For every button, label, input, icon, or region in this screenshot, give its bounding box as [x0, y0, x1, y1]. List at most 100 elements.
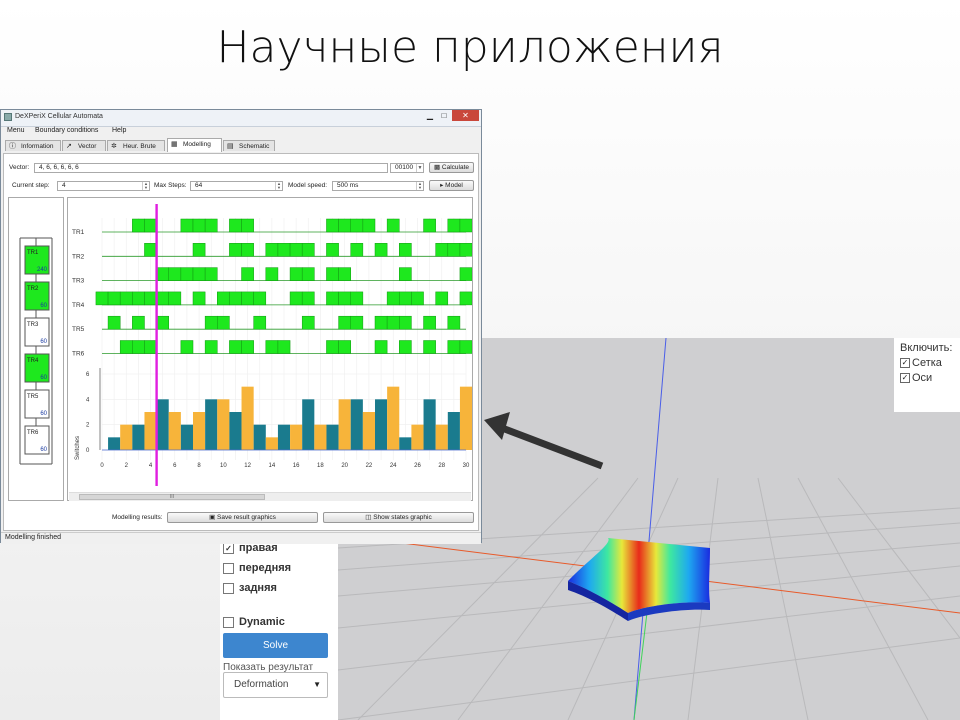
app-window: DeXPeriX Cellular Automata ▁ □ ✕ Menu Bo…	[0, 109, 482, 544]
show-states-button[interactable]: ◫ Show states graphic	[323, 512, 474, 523]
max-steps-label: Max Steps:	[154, 182, 187, 189]
spinner-icon[interactable]: ▲▼	[275, 182, 282, 190]
x-tick-label: 4	[149, 463, 153, 469]
status-bar: Modelling finished	[1, 532, 481, 544]
spinner-icon[interactable]: ▲▼	[416, 182, 423, 190]
state-cell	[241, 267, 254, 281]
menu-item-boundary[interactable]: Boundary conditions	[35, 127, 99, 134]
state-cell	[156, 291, 169, 306]
app-icon	[4, 113, 12, 121]
chart-icon: ▦	[171, 141, 178, 148]
max-steps-input[interactable]: 64 ▲▼	[190, 181, 283, 191]
tab-vector[interactable]: ↗ Vector	[62, 140, 106, 151]
minimize-icon[interactable]: ▁	[426, 111, 434, 120]
state-cell	[265, 267, 279, 281]
state-cell	[459, 340, 472, 354]
state-cell	[144, 291, 157, 306]
x-tick-label: 6	[173, 463, 177, 469]
option-front[interactable]: передняя	[223, 562, 291, 574]
model-button[interactable]: ▸ Model	[429, 180, 474, 191]
schema-node	[24, 281, 50, 311]
schema-node-value: 60	[40, 411, 47, 417]
state-cell	[459, 291, 472, 306]
grid-checkbox[interactable]: ✓	[900, 358, 910, 368]
state-cell	[447, 315, 461, 330]
current-step-input[interactable]: 4 ▲▼	[57, 181, 150, 191]
tab-heur-brute[interactable]: ✲ Heur. Brute	[107, 140, 165, 151]
toggle-grid[interactable]: ✓ Сетка	[900, 357, 954, 369]
state-cell	[338, 291, 351, 306]
solve-button[interactable]: Solve	[223, 633, 328, 658]
schema-node-value: 60	[40, 375, 47, 381]
tab-information[interactable]: ⓘ Information	[5, 140, 61, 151]
bar	[411, 424, 424, 450]
state-cell	[326, 243, 339, 257]
schema-node	[24, 389, 50, 419]
option-right-checkbox[interactable]: ✓	[223, 542, 234, 554]
state-cell	[374, 243, 388, 257]
schema-node-value: 60	[40, 447, 47, 453]
tab-schematic[interactable]: ▤ Schematic	[223, 140, 275, 151]
state-cell	[253, 315, 267, 330]
state-cell	[459, 267, 472, 281]
results-label: Modelling results:	[112, 514, 163, 521]
state-cell	[386, 291, 400, 306]
bar	[253, 424, 266, 450]
state-cell	[386, 218, 400, 233]
state-cell	[241, 291, 254, 306]
state-cell	[338, 267, 351, 281]
save-icon: ▣	[209, 514, 218, 521]
speed-input[interactable]: 500 ms ▲▼	[332, 181, 424, 191]
chart-scrollbar[interactable]: III	[69, 492, 471, 501]
state-cell	[204, 340, 218, 354]
bar	[168, 412, 181, 450]
tab-modelling[interactable]: ▦ Modelling	[167, 138, 222, 152]
menu-item-help[interactable]: Help	[112, 127, 127, 134]
save-graphics-button[interactable]: ▣ Save result graphics	[167, 512, 318, 523]
option-dynamic[interactable]: Dynamic	[223, 616, 285, 628]
vector-select[interactable]: 00100 ▼	[390, 163, 424, 173]
state-cell	[204, 218, 218, 233]
close-icon[interactable]: ✕	[452, 110, 479, 121]
x-tick-label: 12	[244, 463, 251, 469]
option-back[interactable]: задняя	[223, 582, 277, 594]
maximize-icon[interactable]: □	[441, 111, 447, 120]
menu-item-menu[interactable]: Menu	[7, 127, 25, 134]
x-tick-label: 30	[463, 463, 470, 469]
y-tick-label: 6	[86, 372, 90, 378]
result-select[interactable]: Deformation ▼	[223, 672, 328, 698]
bar	[120, 424, 133, 450]
state-cell	[277, 340, 291, 354]
state-cell	[180, 340, 194, 354]
state-cell	[289, 267, 303, 281]
tab-heur-brute-label: Heur. Brute	[123, 143, 156, 150]
state-cell	[350, 315, 364, 330]
status-text: Modelling finished	[5, 534, 62, 541]
state-cell	[156, 315, 169, 330]
calculate-button[interactable]: ▩ Calculate	[429, 162, 474, 173]
option-dynamic-label: Dynamic	[239, 616, 285, 628]
vector-input[interactable]: 4, 6, 6, 6, 6, 6	[34, 163, 388, 173]
option-dynamic-checkbox[interactable]	[223, 616, 234, 628]
bar	[144, 412, 157, 450]
state-cell	[107, 315, 121, 330]
state-cell	[423, 315, 436, 330]
calculator-icon: ▩	[433, 164, 442, 171]
state-cell	[447, 243, 461, 257]
spinner-icon[interactable]: ▲▼	[142, 182, 149, 190]
toggle-title: Включить:	[900, 342, 953, 354]
option-right[interactable]: ✓ правая	[223, 542, 278, 554]
state-cell	[265, 340, 279, 354]
scrollbar-thumb[interactable]: III	[79, 494, 265, 500]
x-tick-label: 26	[414, 463, 421, 469]
state-cell	[459, 218, 472, 233]
schema-node	[24, 245, 50, 275]
state-cell	[301, 315, 315, 330]
state-cell	[119, 291, 133, 306]
option-front-checkbox[interactable]	[223, 562, 234, 574]
toggle-axes[interactable]: ✓ Оси	[900, 372, 954, 384]
axes-checkbox[interactable]: ✓	[900, 373, 910, 383]
option-back-checkbox[interactable]	[223, 582, 234, 594]
speed-value: 500 ms	[337, 182, 359, 189]
